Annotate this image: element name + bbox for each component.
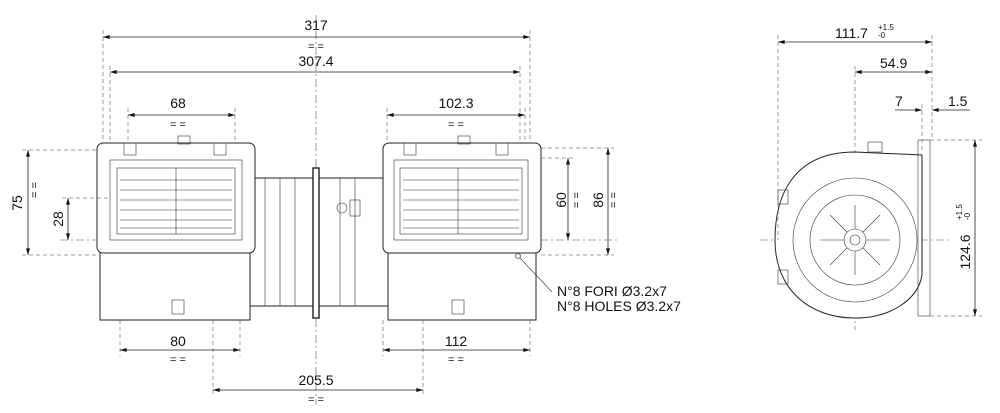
dim-317: 317: [304, 17, 328, 33]
symmetry-mark: = =: [571, 192, 583, 208]
dim-112: 112: [445, 333, 468, 349]
side-view: 111.7 +1.5 -0 54.9 7 1.5 124.6 +1.5 -0: [760, 23, 982, 330]
hole-note-italian: N°8 FORI Ø3.2x7: [557, 283, 667, 299]
symmetry-mark: = =: [608, 192, 620, 208]
dim-28: 28: [50, 211, 66, 227]
dim-205-5: 205.5: [298, 372, 333, 388]
tolerance-minus: -0: [963, 212, 972, 220]
dim-80: 80: [170, 333, 186, 349]
dim-60: 60: [553, 192, 569, 208]
symmetry-mark: = =: [170, 119, 186, 131]
dim-307-4: 307.4: [298, 53, 333, 69]
right-blower: [382, 135, 553, 321]
dim-68: 68: [170, 95, 186, 111]
front-view: 317 = = 307.4 68 = = 102.3 = = 75 = = 28…: [9, 15, 681, 406]
tolerance-plus: +1.5: [955, 204, 964, 220]
left-blower: [96, 135, 256, 321]
dim-75: 75: [9, 195, 25, 211]
motor: [249, 167, 391, 319]
dim-102-3: 102.3: [438, 95, 473, 111]
symmetry-mark: = =: [29, 182, 41, 198]
symmetry-mark: = =: [308, 41, 324, 53]
hole-note-english: N°8 HOLES Ø3.2x7: [557, 298, 681, 314]
dim-1-5: 1.5: [948, 93, 968, 109]
tolerance-plus: +1.5: [878, 23, 894, 32]
dim-86: 86: [590, 192, 606, 208]
symmetry-mark: = =: [170, 354, 186, 366]
dim-7: 7: [895, 93, 903, 109]
dim-111-7: 111.7: [835, 25, 868, 41]
dim-124-6: 124.6: [957, 234, 973, 269]
tolerance-minus: -0: [878, 31, 886, 40]
symmetry-mark: = =: [448, 119, 464, 131]
symmetry-mark: = =: [448, 354, 464, 366]
symmetry-mark: = =: [308, 394, 324, 406]
dim-54-9: 54.9: [880, 55, 907, 71]
